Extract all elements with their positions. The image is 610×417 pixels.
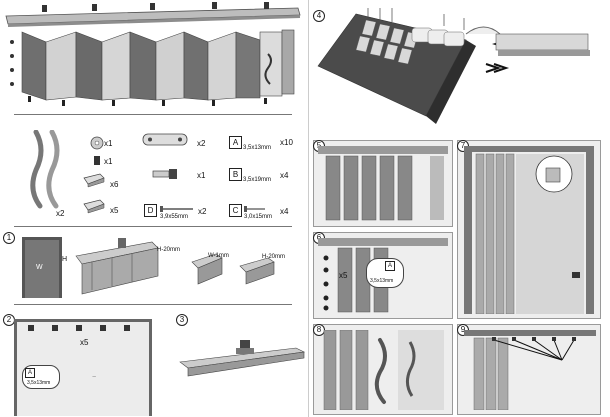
screw-c-icon [244,206,265,212]
height-label: H [62,256,68,263]
door-hanging-diagram [318,146,448,221]
divider [14,304,292,305]
callout-letter: A [25,368,35,378]
handle-install-diagram [323,330,444,410]
screw-d-letter: D [144,204,157,217]
magnet-count: x1 [104,157,113,166]
final-adjustment-diagram [464,330,596,410]
step-number: 1 [3,232,15,244]
profile-w-icon [191,253,223,285]
screw-d-size: 3,9x55mm [160,214,189,220]
width-cut-label: W-1mm [208,253,229,259]
latch-count: x1 [197,171,206,180]
divider [14,114,292,115]
screw-a-size: 3,5x13mm [243,145,272,151]
plate-count: x2 [197,139,206,148]
rail-screws [28,325,130,331]
door-frame [22,237,62,298]
callout-size: 3,5x13mm [370,278,394,284]
track-assembly-diagram [317,8,590,124]
height-cut-label-2: H-20mm [262,254,286,260]
profile-cutting-diagram [75,238,159,295]
screw-a-letter: A [229,136,242,149]
washer-icon [90,136,104,150]
screw-d-icon [160,206,193,212]
callout-letter: A [385,261,395,271]
column-divider [308,0,309,417]
screw-b-count: x4 [280,171,289,180]
bracket-b-count: x5 [110,206,119,215]
screw-c-size: 3,0x15mm [244,214,273,220]
divider [14,226,292,227]
latch-icon [152,169,177,179]
rail-screw-count: x5 [80,338,89,347]
width-label: W [36,264,43,271]
screw-c-count: x4 [280,207,289,216]
bracket-a-count: x6 [110,180,119,189]
step-number: 3 [176,314,188,326]
bracket-a-icon [83,173,105,188]
folding-door-overview [5,2,301,106]
screw-c-letter: C [229,204,242,217]
screw-b-letter: B [229,168,242,181]
screw-d-count: x2 [198,207,207,216]
magnet-icon [94,156,100,165]
screw-a-count: x10 [280,138,293,147]
step-number: 4 [313,10,325,22]
plate-icon [142,133,188,146]
height-cut-label: H-20mm [157,247,181,253]
callout-size: 3,5x13mm [27,380,51,386]
bracket-b-icon [83,199,105,214]
latch-install-diagram [464,146,594,314]
washer-count: x1 [104,139,113,148]
profile-h-icon [239,257,275,285]
rail-insertion-diagram [179,340,306,377]
handles-icon [30,130,60,209]
handles-count: x2 [56,209,65,218]
pivot-screw-count: x5 [339,271,348,280]
screw-callout [366,258,404,288]
screw-b-size: 3,5x19mm [243,177,272,183]
watermark-logo: ~ [92,374,97,381]
